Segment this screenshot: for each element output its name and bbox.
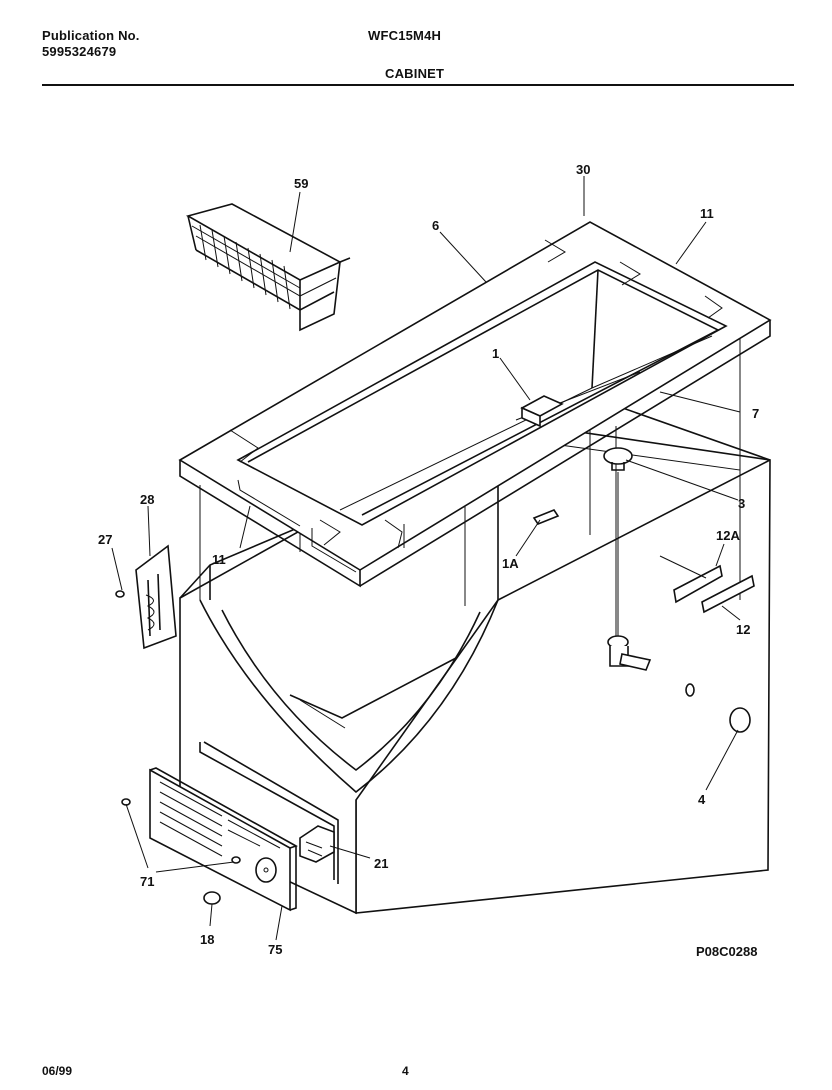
- wire-basket: [185, 203, 351, 332]
- header-rule: [42, 84, 794, 86]
- drain-plug: [603, 447, 633, 471]
- control-switch: [299, 825, 335, 863]
- callout-75: 75: [268, 942, 282, 957]
- label-decals: [659, 555, 755, 614]
- machine-compartment: [199, 741, 339, 884]
- leader-lines: [111, 176, 741, 941]
- publication-label: Publication No.: [42, 28, 140, 43]
- callout-12: 12: [736, 622, 750, 637]
- breaker-frame: [178, 221, 772, 588]
- callout-11-top: 11: [700, 206, 714, 221]
- callout-7: 7: [752, 406, 759, 421]
- callout-59: 59: [294, 176, 308, 191]
- drawing-code: P08C0288: [696, 944, 757, 959]
- callout-11-left: 11: [212, 552, 226, 567]
- grille: [121, 767, 298, 912]
- callout-1A: 1A: [502, 556, 519, 571]
- callout-18: 18: [200, 932, 214, 947]
- cabinet-body: [179, 325, 771, 915]
- callout-21: 21: [374, 856, 388, 871]
- callout-30: 30: [576, 162, 590, 177]
- callout-3: 3: [738, 496, 745, 511]
- publication-number: 5995324679: [42, 44, 117, 59]
- callout-1: 1: [492, 346, 499, 361]
- callout-4: 4: [698, 792, 706, 807]
- section-title: CABINET: [385, 66, 445, 81]
- lid-lock: [520, 395, 564, 428]
- callout-28: 28: [140, 492, 154, 507]
- footer-page-number: 4: [402, 1064, 409, 1078]
- footer-date: 06/99: [42, 1064, 73, 1078]
- drain-tube: [607, 635, 751, 733]
- hinge: [115, 544, 177, 650]
- callout-12A: 12A: [716, 528, 740, 543]
- callout-71: 71: [140, 874, 154, 889]
- callout-6: 6: [432, 218, 439, 233]
- callout-27: 27: [98, 532, 112, 547]
- model-number: WFC15M4H: [368, 28, 442, 43]
